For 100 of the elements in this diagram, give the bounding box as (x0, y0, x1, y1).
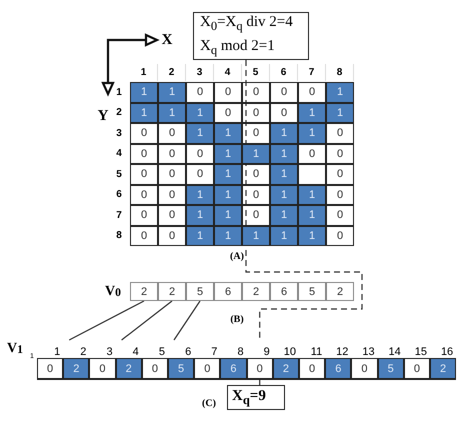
row-number: 8 (115, 229, 123, 244)
grid-cell: 1 (298, 226, 326, 246)
grid-cell: 1 (214, 184, 242, 205)
index-box: X$_{q}$=9 (227, 385, 285, 410)
grid-cell: 0 (130, 226, 158, 246)
formula-line: X$_{q}$ mod 2=1 (200, 37, 275, 59)
column-number: 2 (79, 345, 88, 358)
grid-cell: 0 (242, 102, 270, 123)
connector-line (174, 300, 200, 340)
column-number: 7 (210, 345, 218, 358)
grid-cell: 0 (242, 205, 270, 226)
grid-cell: 1 (130, 82, 158, 102)
grid-cell: 1 (158, 82, 186, 102)
grid-cell: 1 (298, 123, 326, 144)
column-number: 4 (214, 64, 242, 81)
grid-cell: 1 (186, 123, 214, 144)
grid-cell: 0 (214, 102, 242, 123)
formula-box (193, 12, 309, 60)
grid-cell: 1 (270, 123, 298, 144)
grid-cell: 0 (270, 102, 298, 123)
vector-cell: 2 (430, 358, 456, 380)
column-number: 13 (361, 345, 376, 358)
grid-cell: 0 (326, 226, 354, 246)
grid-cell: 0 (158, 226, 186, 246)
grid-cell: 0 (158, 123, 186, 144)
grid-cell: 1 (270, 205, 298, 226)
vector-cell: 5 (186, 282, 214, 301)
column-number: 5 (158, 345, 166, 358)
grid-cell: 1 (270, 184, 298, 205)
grid-cell: 1 (214, 205, 242, 226)
vector-cell: 2 (242, 282, 270, 301)
grid-cell: 1 (270, 164, 298, 184)
vector-cell: 2 (116, 358, 142, 380)
grid-cell: 1 (270, 144, 298, 164)
row-number: 7 (115, 208, 123, 223)
column-number: 12 (335, 345, 350, 358)
grid-cell: 0 (158, 205, 186, 226)
grid-cell: 1 (298, 205, 326, 226)
grid-cell: 0 (242, 164, 270, 184)
panel-label: (A) (229, 250, 245, 263)
grid-cell: 0 (242, 123, 270, 144)
grid-cell: 0 (158, 164, 186, 184)
grid-cell: 1 (242, 144, 270, 164)
grid-cell: 0 (270, 82, 298, 102)
grid-cell: 1 (186, 102, 214, 123)
row-number: 1 (115, 86, 123, 100)
row-number: 5 (115, 168, 123, 182)
column-number: 9 (262, 345, 271, 358)
vector-cell: 5 (298, 282, 326, 301)
grid-cell: 1 (214, 226, 242, 246)
grid-cell: 0 (326, 205, 354, 226)
row-number: 6 (115, 188, 123, 202)
grid-cell: 0 (298, 82, 326, 102)
vector-cell: 6 (325, 358, 352, 380)
grid-cell: 0 (186, 164, 214, 184)
grid-cell: 1 (186, 205, 214, 226)
grid-cell: 1 (130, 102, 158, 123)
grid-cell: 0 (326, 144, 354, 164)
grid-cell: 1 (242, 226, 270, 246)
vector-cell: 6 (214, 282, 242, 301)
column-number: 6 (270, 64, 298, 81)
column-number: 8 (236, 345, 245, 358)
grid-cell: 1 (298, 102, 326, 123)
grid-cell: 1 (186, 184, 214, 205)
vector-cell: 2 (326, 282, 354, 301)
column-number: 7 (298, 64, 326, 81)
vector-cell: 2 (272, 358, 299, 380)
vector-cell: 6 (220, 358, 247, 380)
axis-label: X (160, 32, 174, 48)
grid-cell: 0 (130, 123, 158, 144)
vector-cell: 5 (378, 358, 404, 380)
grid-cell: 1 (186, 226, 214, 246)
row-number: 4 (115, 147, 123, 162)
column-number: 3 (105, 345, 114, 358)
column-number: 1 (130, 64, 158, 81)
grid-cell: 1 (214, 164, 242, 184)
panel-label: (B) (229, 312, 245, 326)
vector-cell: 5 (168, 358, 194, 380)
grid-cell: 0 (130, 205, 158, 226)
grid-cell: 1 (326, 102, 354, 123)
grid-cell: 1 (326, 82, 354, 102)
grid-cell: 0 (158, 184, 186, 205)
grid-cell: 0 (186, 144, 214, 164)
grid-cell: 0 (326, 184, 354, 205)
column-number: 1 (53, 345, 62, 358)
connector-line (259, 380, 260, 385)
grid-cell: 0 (298, 144, 326, 164)
row-number: 3 (115, 126, 123, 141)
grid-cell: 1 (214, 123, 242, 144)
column-number: 16 (440, 345, 454, 358)
vector-cell: 6 (270, 282, 298, 301)
grid-cell: 0 (130, 184, 158, 205)
row-number: 2 (115, 106, 123, 120)
grid-cell: 0 (186, 82, 214, 102)
column-number: 11 (310, 345, 324, 358)
grid-cell: 0 (214, 82, 242, 102)
column-number: 14 (388, 345, 402, 358)
vector-cell: 2 (130, 282, 158, 301)
panel-label: (C) (201, 396, 217, 410)
column-number: 2 (158, 64, 186, 81)
